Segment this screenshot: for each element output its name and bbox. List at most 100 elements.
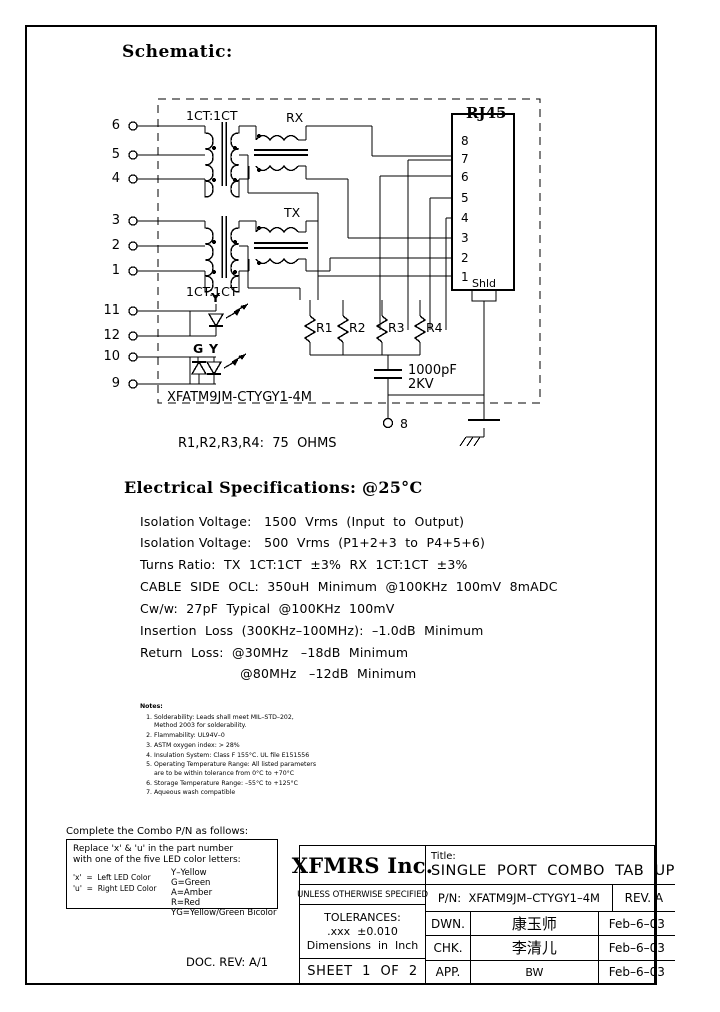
capacitor-value: 1000pF — [408, 363, 457, 378]
resistor-label-r3: R3 — [388, 320, 405, 335]
tolerances-cell: TOLERANCES: .xxx ±0.010 Dimensions in In… — [300, 905, 425, 959]
pin-label-5: 5 — [111, 147, 120, 162]
combo-line-2: with one of the five LED color letters: — [73, 855, 241, 865]
title-block-left: XFMRS Inc. UNLESS OTHERWISE SPECIFIED TO… — [292, 846, 433, 984]
note-text-6: Storage Temperature Range: –55°C to +125… — [154, 779, 298, 787]
part-number-value: P/N: XFATM9JM–CTYGY1–4M — [426, 885, 613, 911]
capacitor-voltage: 2KV — [408, 377, 434, 392]
signature-date-chk: Feb–6–03 — [608, 940, 665, 955]
part-number-row: P/N: XFATM9JM–CTYGY1–4M REV. A — [426, 885, 675, 912]
signature-role-app: APP. — [426, 960, 471, 984]
rj45-pin-4: 4 — [461, 211, 469, 225]
spec-line-2: Isolation Voltage: 500 Vrms (P1+2+3 to P… — [140, 535, 486, 550]
note-text-4: Insulation System: Class F 155°C. UL fil… — [154, 751, 310, 759]
tolerances-value: .xxx ±0.010 — [327, 924, 398, 938]
note-item-1: Solderability: Leads shall meet MIL–STD–… — [154, 714, 440, 731]
signature-row-drawn: DWN. 康玉师 Feb–6–03 — [426, 912, 675, 937]
note-item-4: Insulation System: Class F 155°C. UL fil… — [154, 752, 440, 761]
note-text-5-cont: are to be within tolerance from 0°C to +… — [154, 769, 295, 777]
spec-line-4: CABLE SIDE OCL: 350uH Minimum @100KHz 10… — [140, 579, 558, 594]
signature-name-chk: 李清儿 — [471, 936, 599, 960]
sheet-number: SHEET 1 OF 2 — [307, 964, 418, 979]
pin-label-6: 6 — [111, 118, 120, 133]
rj45-title: RJ45 — [466, 104, 507, 122]
tolerances-title: TOLERANCES: — [324, 910, 401, 924]
note-item-3: ASTM oxygen index: > 28% — [154, 742, 440, 751]
signature-role-dwn: DWN. — [426, 912, 471, 936]
resistor-value-note: R1,R2,R3,R4: 75 OHMS — [178, 436, 337, 451]
spec-line-3: Turns Ratio: TX 1CT:1CT ±3% RX 1CT:1CT ±… — [140, 557, 468, 572]
combo-legend: 'x' = Left LED Color 'u' = Right LED Col… — [73, 873, 157, 893]
signature-name-app: BW — [471, 960, 599, 984]
note-item-7: Aqueous wash compatible — [154, 789, 440, 798]
notes-title: Notes: — [140, 703, 163, 710]
combo-line-1: Replace 'x' & 'u' in the part number — [73, 844, 234, 854]
pin-label-10: 10 — [103, 349, 120, 364]
signature-name-dwn: 康玉师 — [471, 912, 599, 936]
resistor-label-r1: R1 — [316, 320, 333, 335]
revision-value: REV. A — [624, 891, 664, 905]
resistor-label-r4: R4 — [426, 320, 443, 335]
signature-row-checked: CHK. 李清儿 Feb–6–03 — [426, 936, 675, 961]
pin-label-9: 9 — [111, 376, 120, 391]
rj45-pin-2: 2 — [461, 251, 469, 265]
signature-date-dwn: Feb–6–03 — [608, 916, 665, 931]
rj45-shield-label: Shld — [472, 277, 496, 290]
drawing-title-row: Title: SINGLE PORT COMBO TAB UP — [426, 846, 675, 885]
module-part-number: XFATM9JM-CTYGY1-4M — [167, 390, 313, 405]
combo-pn-caption: Complete the Combo P/N as follows: — [66, 826, 249, 837]
doc-revision: DOC. REV: A/1 — [186, 955, 269, 969]
spec-line-5: Cw/w: 27pF Typical @100KHz 100mV — [140, 601, 395, 616]
pin-label-2: 2 — [111, 238, 120, 253]
note-item-5: Operating Temperature Range: All listed … — [154, 761, 440, 778]
rx-label: RX — [286, 110, 304, 125]
note-item-6: Storage Temperature Range: –55°C to +125… — [154, 780, 440, 789]
rj45-pin-3: 3 — [461, 231, 469, 245]
pin-label-1: 1 — [111, 263, 120, 278]
electrical-specs-heading: Electrical Specifications: @25°C — [124, 478, 423, 497]
signature-date-app: Feb–6–03 — [608, 965, 665, 980]
transformer-ratio-bottom: 1CT:1CT — [186, 284, 238, 299]
resistor-label-r2: R2 — [349, 320, 366, 335]
transformer-ratio-top: 1CT:1CT — [186, 108, 238, 123]
spec-line-8: @80MHz –12dB Minimum — [140, 666, 417, 681]
note-text-5: Operating Temperature Range: All listed … — [154, 761, 317, 769]
pin-label-11: 11 — [103, 303, 120, 318]
spec-line-7: Return Loss: @30MHz –18dB Minimum — [140, 645, 409, 660]
pin-label-3: 3 — [111, 213, 120, 228]
signature-row-approved: APP. BW Feb–6–03 — [426, 960, 675, 984]
title-block-right: Title: SINGLE PORT COMBO TAB UP P/N: XFA… — [426, 846, 675, 984]
schematic-heading: Schematic: — [122, 42, 233, 62]
notes-block: Notes: Solderability: Leads shall meet M… — [140, 703, 440, 799]
rj45-pin-1: 1 — [461, 270, 469, 284]
capacitor-pin-label: 8 — [400, 416, 408, 431]
note-item-2: Flammability: UL94V–0 — [154, 732, 440, 741]
pin-label-12: 12 — [103, 328, 120, 343]
company-name: XFMRS Inc. — [292, 846, 433, 885]
spec-line-6: Insertion Loss (300KHz–100MHz): –1.0dB M… — [140, 623, 484, 638]
signature-role-chk: CHK. — [426, 936, 471, 960]
tx-label: TX — [284, 205, 301, 220]
spec-line-1: Isolation Voltage: 1500 Vrms (Input to O… — [140, 514, 465, 529]
rj45-pin-7: 7 — [461, 152, 469, 166]
note-text-7: Aqueous wash compatible — [154, 789, 236, 797]
dimensions-unit: Dimensions in Inch — [306, 938, 419, 952]
led-marker-yellow: Y — [209, 341, 219, 356]
rj45-pin-6: 6 — [461, 170, 469, 184]
unless-specified-note: UNLESS OTHERWISE SPECIFIED — [297, 885, 428, 905]
note-text-1-cont: Method 2003 for solderability. — [154, 722, 247, 730]
note-text-1: Solderability: Leads shall meet MIL–STD–… — [154, 713, 294, 721]
pin-label-4: 4 — [111, 171, 120, 186]
drawing-title-value: SINGLE PORT COMBO TAB UP — [431, 862, 675, 879]
note-text-2: Flammability: UL94V–0 — [154, 731, 225, 739]
drawing-title-label: Title: — [431, 850, 456, 862]
rj45-pin-8: 8 — [461, 134, 469, 148]
rj45-pin-5: 5 — [461, 191, 469, 205]
combo-color-list: Y–Yellow G=Green A=Amber R=Red YG=Yellow… — [171, 868, 277, 918]
note-text-3: ASTM oxygen index: > 28% — [154, 741, 240, 749]
led-marker-top: Y — [211, 290, 221, 305]
led-marker-green: G — [193, 341, 204, 356]
